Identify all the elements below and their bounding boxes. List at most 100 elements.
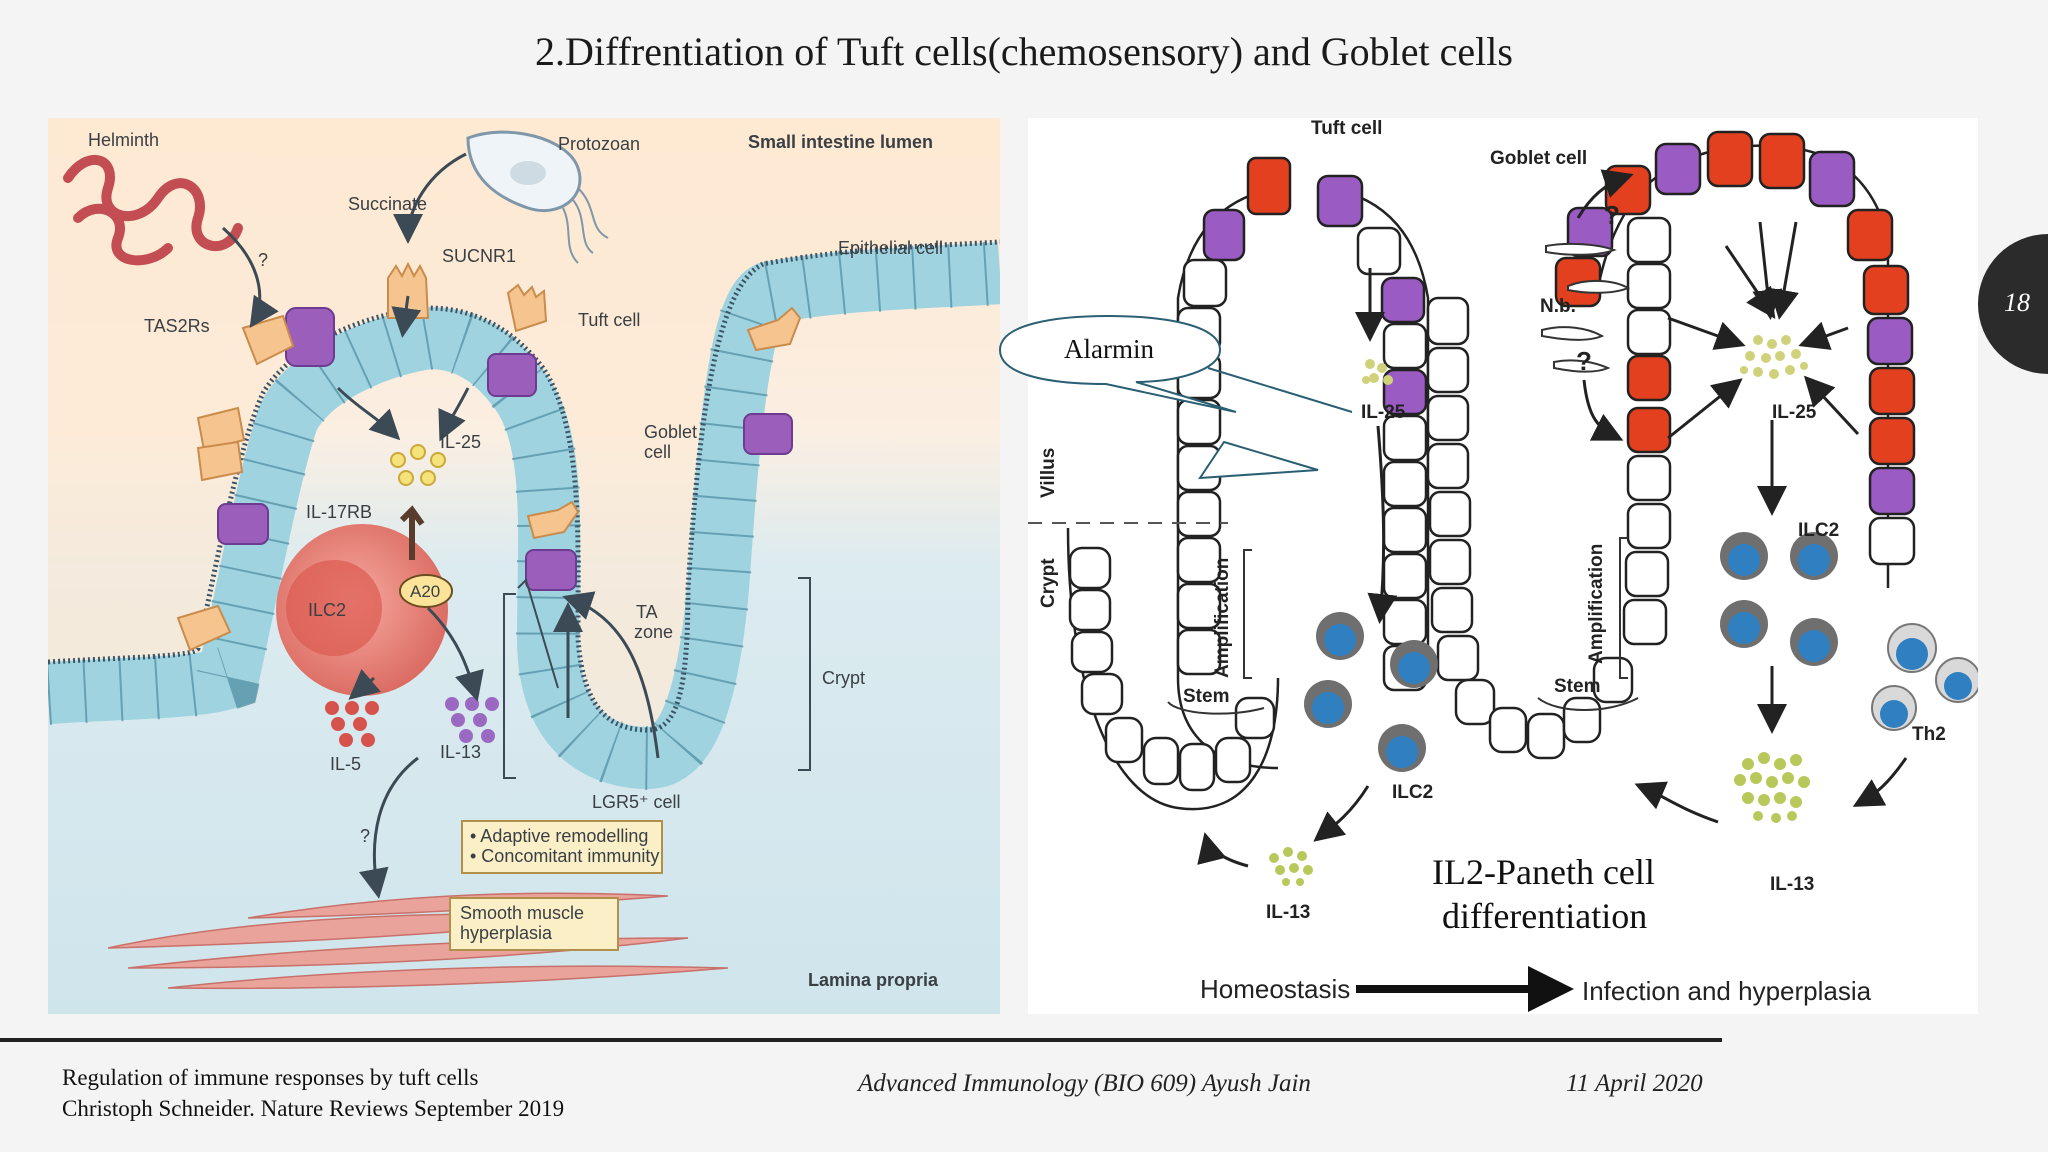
crypt-cell	[1070, 630, 1114, 674]
tuft-cell	[1626, 406, 1672, 454]
tuft-cell-label: Tuft cell	[578, 310, 640, 330]
enterocyte	[1176, 490, 1222, 538]
alarmin-callout-tail	[1198, 440, 1319, 480]
goblet-cell-label: Goblet cell	[1490, 148, 1587, 169]
paneth-annotation-line1: IL2-Paneth cell	[1432, 852, 1655, 892]
ilc2-right-label: ILC2	[1798, 520, 1839, 541]
pathway-arrows	[222, 152, 660, 899]
progression-arrow-head	[1528, 966, 1574, 1012]
protozoan-organism	[466, 130, 609, 264]
tuft-goblet-differentiation-diagram: Tuft cell Goblet cell IL-25 IL-25 ILC2 I…	[1028, 118, 1978, 1014]
a20-label: A20	[410, 582, 440, 601]
course-footer: Advanced Immunology (BIO 609) Ayush Jain	[858, 1070, 1311, 1097]
page-number: 18	[2004, 288, 2030, 317]
tuft-cell	[196, 406, 246, 452]
enterocyte	[1382, 552, 1428, 600]
epithelial-cell-label: Epithelial cell	[838, 238, 943, 258]
question-label: ?	[258, 250, 268, 270]
crypt-label: Crypt	[1038, 558, 1059, 608]
th2-label: Th2	[1912, 724, 1946, 745]
question-bottom-label: ?	[1576, 346, 1592, 376]
tuft-cell	[1846, 208, 1894, 262]
enterocyte	[1356, 226, 1402, 276]
crypt-cell	[1428, 490, 1472, 538]
enterocyte	[1382, 322, 1428, 370]
il25-label: IL-25	[440, 432, 481, 452]
helminth-worm	[63, 154, 243, 266]
alarmin-callout: Alarmin	[998, 314, 1237, 413]
infection-hyperplasia-label: Infection and hyperplasia	[1582, 976, 1872, 1006]
amplification-bracket-left	[1243, 549, 1252, 679]
tuft-cell	[196, 440, 244, 482]
paneth-annotation-line2: differentiation	[1442, 896, 1647, 936]
smooth-muscle-label-line1: Smooth muscle	[460, 903, 584, 923]
tuft-cell	[526, 500, 580, 540]
crypt-cell	[1426, 394, 1470, 442]
tuft-cell	[1246, 156, 1292, 216]
crypt-cell	[1214, 736, 1252, 784]
enterocyte	[1382, 460, 1428, 508]
crypt-cell	[1178, 742, 1216, 792]
goblet-cell	[743, 413, 793, 455]
pathway-arrows	[1197, 169, 1908, 868]
protozoan-label: Protozoan	[558, 134, 640, 154]
enterocyte	[1382, 506, 1428, 554]
microvilli-brush-border	[48, 239, 1000, 733]
enterocyte	[1382, 414, 1428, 462]
il5-cytokines	[325, 701, 379, 747]
enterocyte	[1626, 308, 1672, 356]
th2-cells	[1871, 623, 1978, 731]
crypt-cell	[1454, 678, 1496, 726]
goblet-cell	[1866, 316, 1914, 366]
tuft-cell	[746, 306, 802, 352]
reference-citation: Regulation of immune responses by tuft c…	[62, 1062, 564, 1124]
amplification-right-label: Amplification	[1586, 544, 1607, 664]
enterocyte	[1626, 216, 1672, 264]
goblet-cell	[285, 307, 335, 367]
il5-label: IL-5	[330, 754, 361, 774]
crypt-cell	[1624, 550, 1670, 598]
tuft-cell	[506, 283, 548, 333]
tuft-cell	[1862, 264, 1910, 316]
tuft-cell-pathway-diagram: Helminth Protozoan Small intestine lumen…	[48, 118, 1000, 1014]
tuft-cell	[176, 604, 232, 652]
goblet-cell	[487, 353, 537, 397]
crypt-cell	[1428, 538, 1472, 586]
sucnr1-label: SUCNR1	[442, 246, 516, 266]
adaptive-remodelling-label: • Adaptive remodelling	[470, 826, 648, 846]
crypt-cell	[1068, 588, 1112, 632]
il25-cytokines	[390, 444, 446, 486]
crypt-cell	[1526, 712, 1566, 760]
lamina-propria-label: Lamina propria	[808, 970, 939, 990]
il17rb-label: IL-17RB	[306, 502, 372, 522]
goblet-cell-label-line2: cell	[644, 442, 671, 462]
infection-villus	[1554, 130, 1916, 588]
stem-bracket-right	[1537, 697, 1639, 711]
reference-line1: Regulation of immune responses by tuft c…	[62, 1065, 479, 1090]
crypt-cell	[1104, 716, 1144, 764]
tuft-cell	[1868, 416, 1916, 466]
crypt-bracket-right	[798, 577, 811, 771]
enterocyte	[1176, 536, 1222, 584]
stem-left-label: Stem	[1183, 686, 1229, 707]
crypt-cell	[1426, 442, 1470, 490]
crypt-cell	[1068, 546, 1112, 590]
crypt-cell	[1436, 634, 1480, 682]
amplification-left-label: Amplification	[1212, 558, 1233, 678]
crypt-bracket-left	[503, 593, 516, 779]
enterocyte	[1626, 262, 1672, 310]
enterocyte	[1182, 258, 1228, 308]
ilc2-nucleus	[286, 560, 382, 656]
crypt-cell	[1592, 656, 1634, 704]
nb-label: N.b.	[1540, 296, 1576, 317]
villus-label: Villus	[1038, 448, 1059, 498]
crypt-cell	[1426, 296, 1470, 346]
lumen-label: Small intestine lumen	[748, 132, 933, 152]
helminth-label: Helminth	[88, 130, 159, 150]
goblet-cell	[1380, 276, 1426, 324]
footer-divider	[0, 1038, 1722, 1042]
crypt-cell	[1426, 346, 1470, 394]
homeostasis-label: Homeostasis	[1200, 974, 1350, 1004]
goblet-cell	[1316, 174, 1364, 228]
crypt-cell	[1488, 706, 1528, 754]
